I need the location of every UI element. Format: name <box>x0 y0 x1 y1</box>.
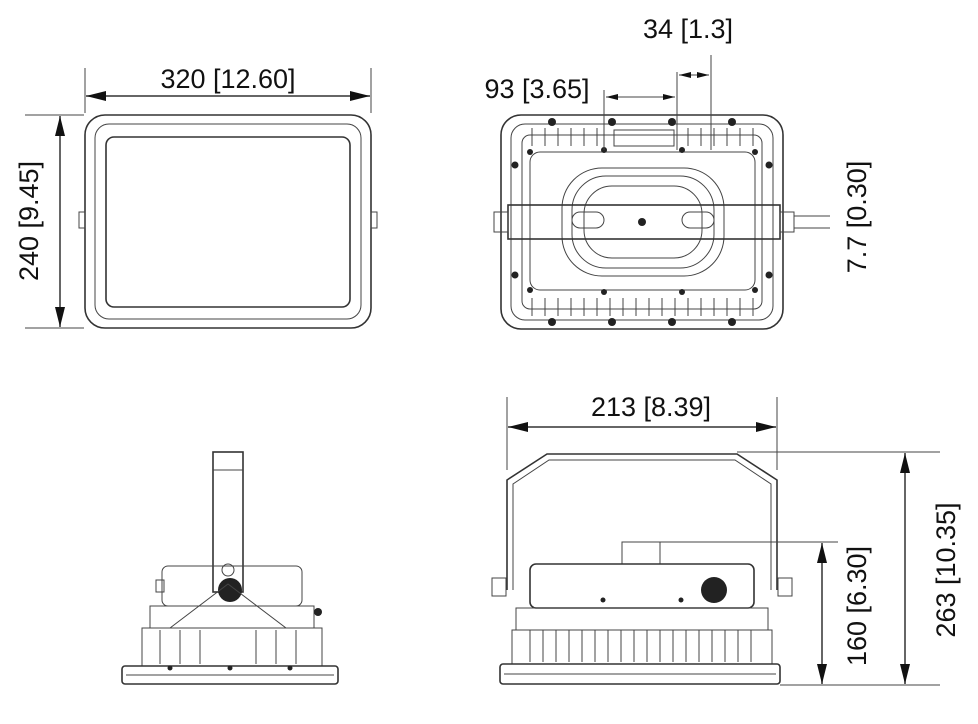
front-height-label: 240 [9.45] <box>14 161 44 281</box>
side-view <box>121 451 339 685</box>
side-fins <box>529 630 752 662</box>
side-view-bracket <box>491 397 940 686</box>
cooling-fins <box>531 128 754 316</box>
rear-offset-label: 93 [3.65] <box>484 74 589 104</box>
side-height-label: 160 [6.30] <box>842 546 872 666</box>
rear-bolts <box>511 118 773 326</box>
rear-slot-label: 34 [1.3] <box>643 14 733 44</box>
rear-thickness-label: 7.7 [0.30] <box>842 161 872 274</box>
front-width-label: 320 [12.60] <box>160 64 295 94</box>
rear-view <box>493 55 830 330</box>
total-height-label: 263 [10.35] <box>931 502 961 637</box>
side-width-label: 213 [8.39] <box>591 392 711 422</box>
front-view <box>25 68 378 329</box>
